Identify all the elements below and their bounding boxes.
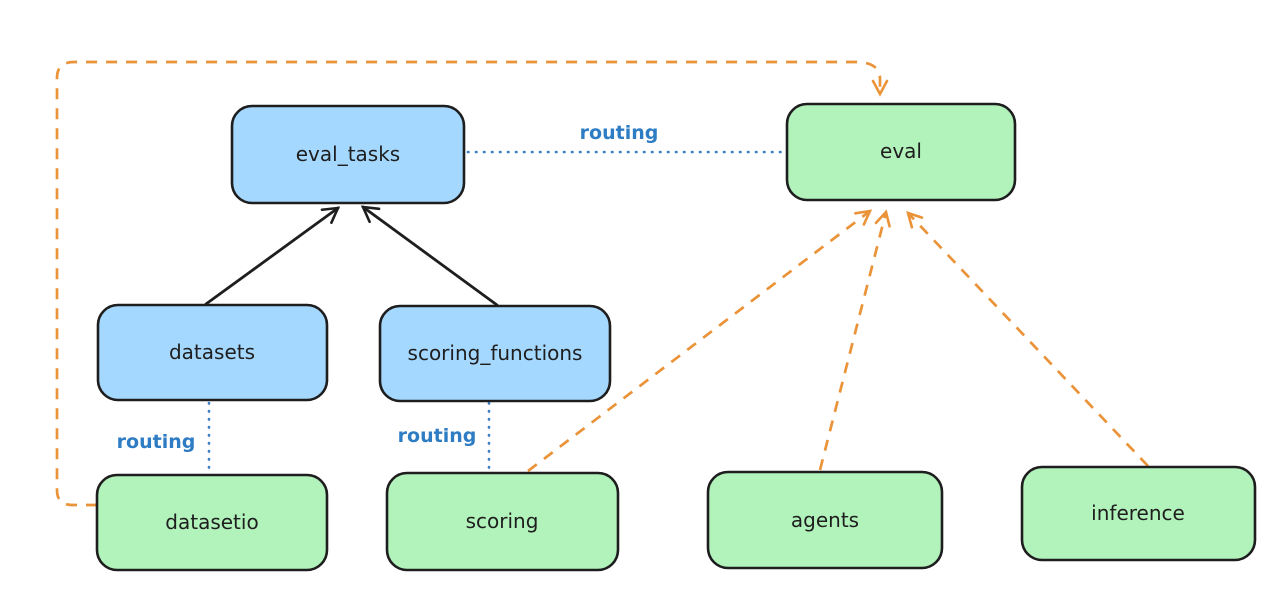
node-datasetio: datasetio [95,473,329,572]
edge-scoring-functions-to-eval-tasks-arrow [360,205,499,307]
node-scoring-label: scoring [466,509,539,533]
routing-label-middle: routing [398,425,477,447]
edge-agents-to-eval-dashed-arrow [818,209,891,471]
node-datasets-label: datasets [169,340,255,364]
edge-datasetio-to-eval-dashed-arrow [55,60,889,507]
node-agents-box [706,470,944,570]
node-scoring: scoring [385,471,620,572]
node-agents-label: agents [791,508,859,532]
routing-label-top: routing [580,122,659,144]
node-datasets-box [96,303,329,402]
node-eval-tasks-label: eval_tasks [296,142,400,166]
node-datasets: datasets [96,303,329,402]
node-scoring-box [385,471,620,572]
node-datasetio-box [95,473,329,572]
node-datasetio-label: datasetio [165,510,258,534]
node-inference: inference [1020,465,1257,562]
node-inference-box [1020,465,1257,562]
node-eval-label: eval [880,139,922,163]
node-scoring-functions-label: scoring_functions [408,341,583,365]
node-scoring-functions: scoring_functions [378,304,612,403]
node-eval: eval [785,102,1017,202]
node-agents: agents [706,470,944,570]
edge-datasets-to-eval-tasks-arrow [204,206,341,306]
routing-label-left: routing [117,431,196,453]
node-scoring-functions-box [378,304,612,403]
node-eval-tasks-box [230,104,466,205]
node-eval-tasks: eval_tasks [230,104,466,205]
edge-inference-to-eval-dashed-arrow [906,211,1149,467]
node-eval-box [785,102,1017,202]
node-inference-label: inference [1091,501,1185,525]
